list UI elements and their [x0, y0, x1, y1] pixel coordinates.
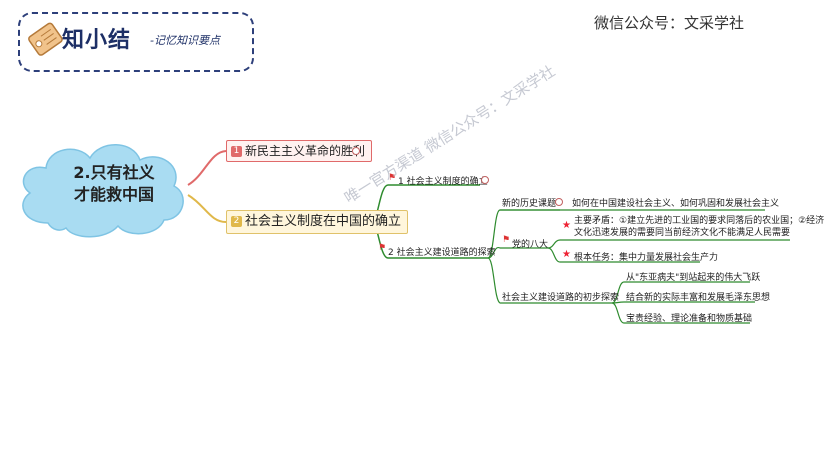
- node-explore-item-3[interactable]: 宝贵经验、理论准备和物质基础: [626, 314, 753, 324]
- contradiction-line-2: 文化迅速发展的需要同当前经济文化不能满足人民需要: [574, 228, 791, 238]
- star-icon: ★: [562, 220, 571, 231]
- tag-icon: [28, 22, 63, 56]
- node-main-contradiction[interactable]: 主要矛盾：①建立先进的工业国的要求同落后的农业国；②经济 文化迅速发展的需要同当…: [574, 215, 824, 239]
- node-explore-item-2[interactable]: 结合新的实际丰富和发展毛泽东思想: [626, 293, 771, 303]
- badge-title: 知小结: [62, 27, 132, 53]
- branch-label: 新民主主义革命的胜利: [245, 144, 366, 158]
- branch-number: 2: [231, 216, 242, 227]
- root-line-2: 才能救中国: [73, 185, 154, 204]
- root-line-1: 2.只有社义: [73, 163, 155, 182]
- node-fundamental-task[interactable]: 根本任务：集中力量发展社会生产力: [574, 253, 719, 263]
- cloud-shape: [22, 144, 184, 238]
- wechat-account: 微信公众号：文采学社: [594, 14, 745, 32]
- node-system-established[interactable]: 1 社会主义制度的确立: [398, 177, 488, 187]
- contradiction-line-1: 主要矛盾：①建立先进的工业国的要求同落后的农业国；②经济: [574, 216, 824, 226]
- root-node: 2.只有社义 才能救中国: [60, 162, 168, 206]
- branch-label: 社会主义制度在中国的确立: [245, 214, 402, 229]
- star-icon: ★: [562, 249, 571, 260]
- node-task-text[interactable]: 如何在中国建设社会主义、如何巩固和发展社会主义: [572, 199, 780, 209]
- collapse-toggle-icon[interactable]: [481, 176, 489, 184]
- flag-icon: ⚑: [378, 243, 387, 253]
- node-eighth-congress[interactable]: 党的八大: [512, 240, 549, 250]
- node-initial-exploration[interactable]: 社会主义建设道路的初步探索: [502, 293, 620, 303]
- collapse-toggle-icon[interactable]: [352, 147, 360, 155]
- node-road-exploration[interactable]: 2 社会主义建设道路的探索: [388, 248, 496, 258]
- header-badge: [18, 12, 254, 72]
- badge-subtitle: -记忆知识要点: [150, 34, 220, 47]
- flag-icon: ⚑: [388, 173, 397, 183]
- branch-number: 1: [231, 146, 242, 157]
- flag-icon: ⚑: [502, 235, 511, 245]
- collapse-toggle-icon[interactable]: [555, 198, 563, 206]
- node-explore-item-1[interactable]: 从"东亚病夫"到站起来的伟大飞跃: [626, 273, 761, 283]
- node-historical-task[interactable]: 新的历史课题: [502, 199, 557, 209]
